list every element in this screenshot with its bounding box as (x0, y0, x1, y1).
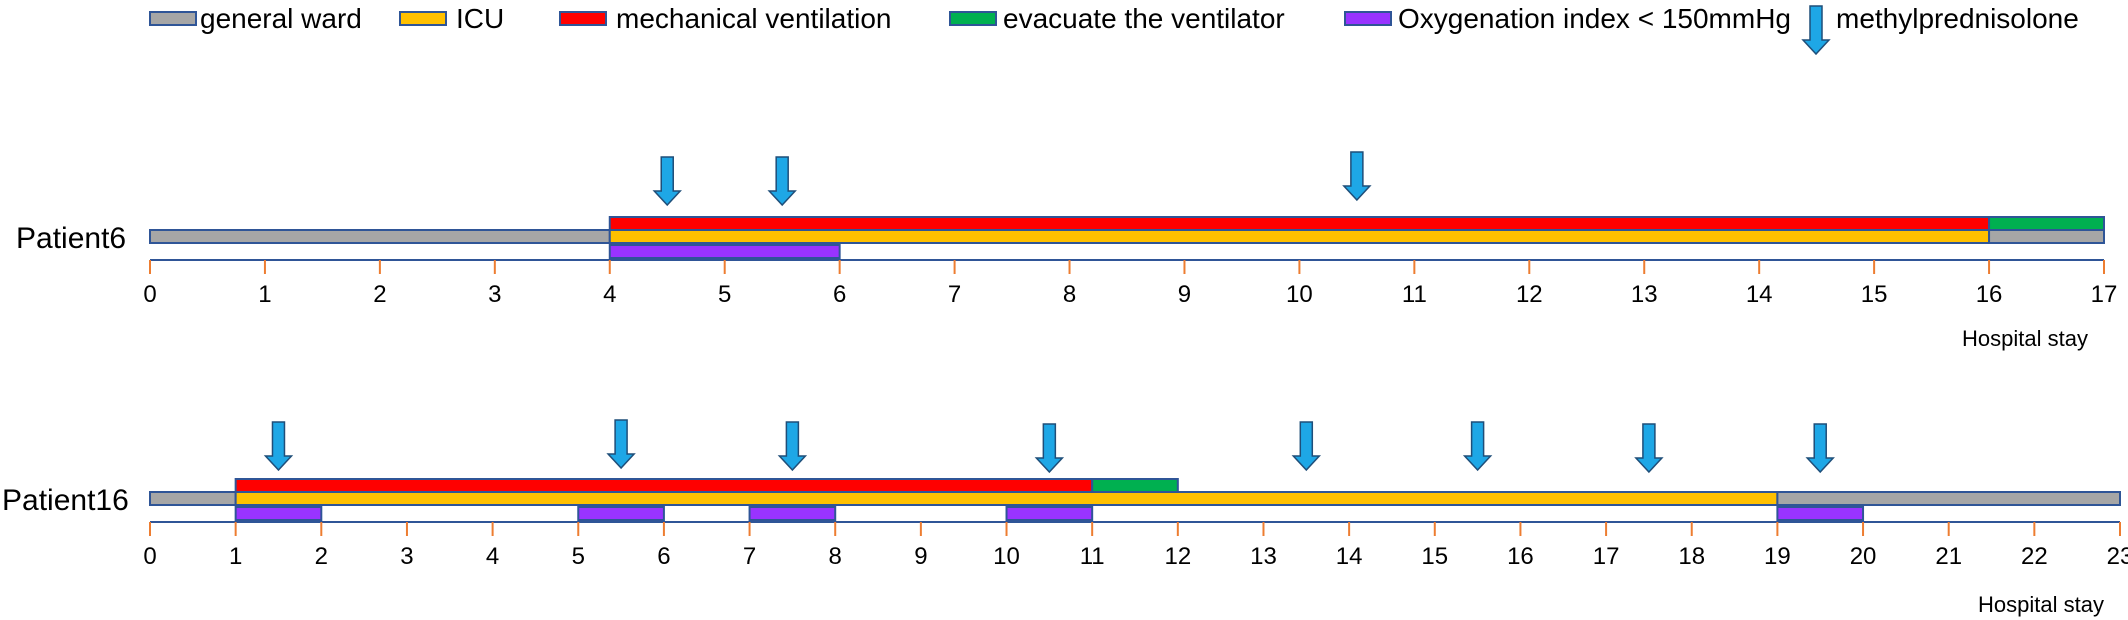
x-tick-label-0-0: 0 (143, 281, 156, 308)
x-tick-label-1-18: 18 (1678, 543, 1705, 570)
methylprednisolone-arrow-icon-1-3 (1034, 423, 1065, 474)
x-tick-label-0-10: 10 (1286, 281, 1313, 308)
x-tick-label-0-2: 2 (373, 281, 386, 308)
x-tick-label-0-6: 6 (833, 281, 846, 308)
x-tick-label-1-2: 2 (315, 543, 328, 570)
x-tick-label-1-10: 10 (993, 543, 1020, 570)
segment-general-ward-0-0 (149, 229, 611, 244)
methylprednisolone-arrow-icon-1-1 (606, 419, 636, 470)
x-tick-label-1-19: 19 (1764, 543, 1791, 570)
x-tick-label-0-14: 14 (1746, 281, 1773, 308)
patient-label-1: Patient16 (2, 484, 129, 517)
x-tick-label-0-5: 5 (718, 281, 731, 308)
segment-oxygenation-index-1-6 (577, 506, 665, 521)
methylprednisolone-arrow-icon-1-7 (1805, 423, 1835, 474)
segment-oxygenation-index-0-5 (608, 244, 841, 259)
x-tick-label-0-7: 7 (948, 281, 961, 308)
x-tick-label-1-16: 16 (1507, 543, 1534, 570)
x-tick-label-1-4: 4 (486, 543, 499, 570)
x-axis-title-1: Hospital stay (1978, 592, 2104, 617)
methylprednisolone-arrow-icon-1-2 (777, 421, 808, 472)
x-tick-label-1-1: 1 (229, 543, 242, 570)
legend-label-oxygenation_index: Oxygenation index < 150mmHg (1398, 3, 1791, 34)
legend-swatch-evacuate_ventilator (949, 11, 997, 26)
x-tick-label-0-4: 4 (603, 281, 616, 308)
legend-label-methylprednisolone: methylprednisolone (1836, 3, 2079, 34)
x-tick-label-0-3: 3 (488, 281, 501, 308)
x-tick-label-1-7: 7 (743, 543, 756, 570)
segment-icu-0-1 (608, 229, 1991, 244)
segment-evacuate-ventilator-1-4 (1091, 478, 1179, 493)
segment-general-ward-1-2 (1776, 491, 2122, 506)
legend-label-mechanical_ventilation: mechanical ventilation (616, 3, 892, 34)
segment-icu-1-1 (234, 491, 1779, 506)
methylprednisolone-arrow-icon-1-0 (263, 421, 294, 472)
x-tick-label-1-20: 20 (1850, 543, 1877, 570)
x-tick-label-1-21: 21 (1935, 543, 1962, 570)
x-tick-label-0-11: 11 (1402, 281, 1427, 308)
x-axis-title-0: Hospital stay (1962, 326, 2088, 351)
legend-label-general_ward: general ward (200, 3, 362, 34)
legend-swatch-icu (399, 11, 447, 26)
x-tick-label-0-15: 15 (1861, 281, 1888, 308)
x-tick-label-1-17: 17 (1593, 543, 1620, 570)
x-tick-label-0-17: 17 (2091, 281, 2118, 308)
segment-oxygenation-index-1-5 (234, 506, 323, 521)
x-tick-label-1-5: 5 (572, 543, 585, 570)
methylprednisolone-arrow-icon-1-6 (1634, 423, 1664, 474)
segment-general-ward-0-2 (1988, 229, 2106, 244)
legend-label-evacuate_ventilator: evacuate the ventilator (1003, 3, 1285, 34)
methylprednisolone-arrow-icon-1-5 (1462, 421, 1493, 472)
legend-swatch-general_ward (149, 11, 197, 26)
x-tick-label-1-6: 6 (657, 543, 670, 570)
x-tick-label-1-9: 9 (914, 543, 927, 570)
segment-oxygenation-index-1-8 (1005, 506, 1094, 521)
x-tick-label-0-1: 1 (258, 281, 271, 308)
segment-mechanical-ventilation-0-3 (608, 216, 1991, 231)
x-tick-label-1-14: 14 (1336, 543, 1363, 570)
x-tick-label-1-22: 22 (2021, 543, 2048, 570)
methylprednisolone-arrow-icon-0-0 (652, 156, 682, 207)
x-tick-label-1-13: 13 (1250, 543, 1277, 570)
x-tick-label-0-8: 8 (1063, 281, 1076, 308)
segment-mechanical-ventilation-1-3 (234, 478, 1094, 493)
methylprednisolone-arrow-icon-0-1 (767, 156, 797, 207)
methylprednisolone-arrow-icon-0-2 (1342, 151, 1372, 202)
x-tick-label-0-13: 13 (1631, 281, 1658, 308)
legend-swatch-mechanical_ventilation (559, 11, 607, 26)
segment-oxygenation-index-1-9 (1776, 506, 1865, 521)
patient-label-0: Patient6 (16, 222, 126, 255)
x-tick-label-0-12: 12 (1516, 281, 1543, 308)
segment-oxygenation-index-1-7 (748, 506, 837, 521)
x-tick-label-1-8: 8 (829, 543, 842, 570)
x-tick-label-1-3: 3 (400, 543, 413, 570)
x-tick-label-0-9: 9 (1178, 281, 1191, 308)
legend-label-icu: ICU (456, 3, 504, 34)
x-tick-label-1-11: 11 (1080, 543, 1105, 570)
segment-evacuate-ventilator-0-4 (1988, 216, 2106, 231)
segment-general-ward-1-0 (149, 491, 237, 506)
legend-methylprednisolone-icon (1801, 5, 1831, 56)
x-tick-label-1-0: 0 (143, 543, 156, 570)
x-tick-label-1-23: 23 (2107, 543, 2128, 570)
x-tick-label-1-12: 12 (1164, 543, 1191, 570)
legend-swatch-oxygenation_index (1344, 11, 1392, 26)
methylprednisolone-arrow-icon-1-4 (1291, 421, 1322, 472)
x-tick-label-1-15: 15 (1421, 543, 1448, 570)
x-tick-label-0-16: 16 (1976, 281, 2003, 308)
